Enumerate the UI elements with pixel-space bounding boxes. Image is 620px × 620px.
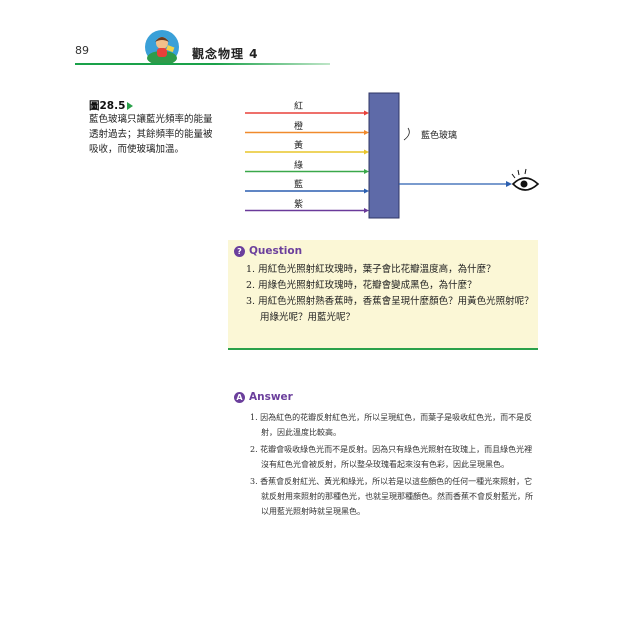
glass-label: 藍色玻璃 xyxy=(421,131,458,141)
ray-color-label: 藍 xyxy=(294,180,304,190)
ray-arrowhead xyxy=(364,110,369,116)
blue-glass-panel xyxy=(368,92,400,219)
answer-item: 1. 因為紅色的花瓣反射紅色光，所以呈現紅色，而葉子是吸收紅色光，而不是反射，因… xyxy=(250,413,533,437)
question-badge-icon: ? xyxy=(234,245,245,257)
ray-arrowhead xyxy=(364,208,369,213)
ray-arrowhead xyxy=(364,130,369,135)
ray-color-label: 紅 xyxy=(294,102,304,112)
eye-icon xyxy=(511,168,540,191)
figure-caption: 藍色玻璃只讓藍光頻率的能量透射過去；其餘頻率的能量被吸收，而使玻璃加溫。 xyxy=(89,114,213,155)
figure-number: 圖28.5 xyxy=(89,100,126,112)
ray-arrowhead xyxy=(364,169,369,174)
answer-title: Answer xyxy=(249,391,293,403)
question-item: 3. 用紅色光照射熟香蕉時，香蕉會呈現什麼顏色？用黃色光照射呢？用綠光呢？用藍光… xyxy=(246,296,534,323)
child-mascot-icon xyxy=(145,30,179,65)
answer-list: 1. 因為紅色的花瓣反射紅色光，所以呈現紅色，而葉子是吸收紅色光，而不是反射，因… xyxy=(250,410,534,521)
answer-panel: A Answer 1. 因為紅色的花瓣反射紅色光，所以呈現紅色，而葉子是吸收紅色… xyxy=(228,386,538,566)
light-filter-diagram xyxy=(245,92,540,219)
question-panel: ? Question 1. 用紅色光照射紅玫瑰時，葉子會比花瓣溫度高，為什麼？ … xyxy=(228,240,538,350)
figure-label: 圖28.5 xyxy=(89,98,134,113)
transmitted-arrowhead xyxy=(506,181,512,187)
ray-arrowhead xyxy=(364,149,369,155)
answer-header: A Answer xyxy=(234,391,293,403)
page-number: 89 xyxy=(75,44,89,57)
ray-arrowhead xyxy=(364,188,369,194)
question-title: Question xyxy=(249,245,303,257)
ray-color-label: 橙 xyxy=(294,121,304,132)
header-divider xyxy=(75,63,330,65)
answer-item: 3. 香蕉會反射紅光、黃光和綠光，所以若是以這些顏色的任何一種光來照射，它就反射… xyxy=(250,477,533,516)
ray-color-label: 紫 xyxy=(294,199,304,210)
answer-badge-icon: A xyxy=(234,391,245,403)
question-list: 1. 用紅色光照射紅玫瑰時，葉子會比花瓣溫度高，為什麼？ 2. 用綠色光照射紅玫… xyxy=(246,262,534,326)
ray-color-label: 黃 xyxy=(294,141,304,151)
glass-label-leader xyxy=(403,127,410,141)
question-item: 1. 用紅色光照射紅玫瑰時，葉子會比花瓣溫度高，為什麼？ xyxy=(246,264,496,275)
ray-color-label: 綠 xyxy=(294,160,304,171)
triangle-arrow-icon xyxy=(127,102,134,110)
book-title: 觀念物理 4 xyxy=(192,47,259,61)
answer-item: 2. 花瓣會吸收綠色光而不是反射。因為只有綠色光照射在玫瑰上，而且綠色光裡沒有紅… xyxy=(250,445,533,469)
question-header: ? Question xyxy=(234,245,302,257)
question-item: 2. 用綠色光照射紅玫瑰時，花瓣會變成黑色，為什麼？ xyxy=(246,280,477,291)
